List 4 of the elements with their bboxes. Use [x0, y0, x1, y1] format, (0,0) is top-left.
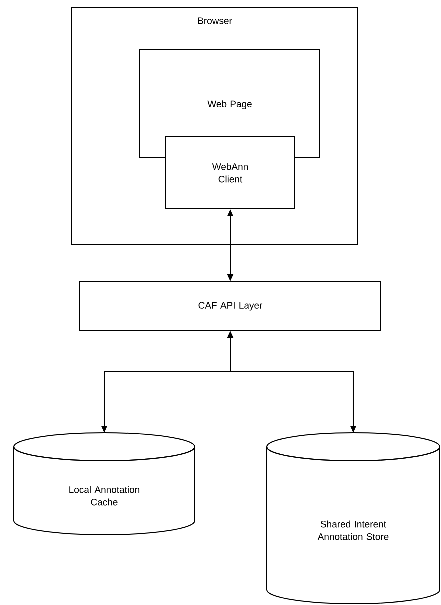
process-box: WebAnn Client: [166, 136, 296, 210]
process-box: CAF API Layer: [80, 282, 382, 332]
database-cylinder: Shared Interent Annotation Store: [266, 432, 440, 604]
database-cylinder: Local Annotation Cache: [14, 432, 196, 536]
